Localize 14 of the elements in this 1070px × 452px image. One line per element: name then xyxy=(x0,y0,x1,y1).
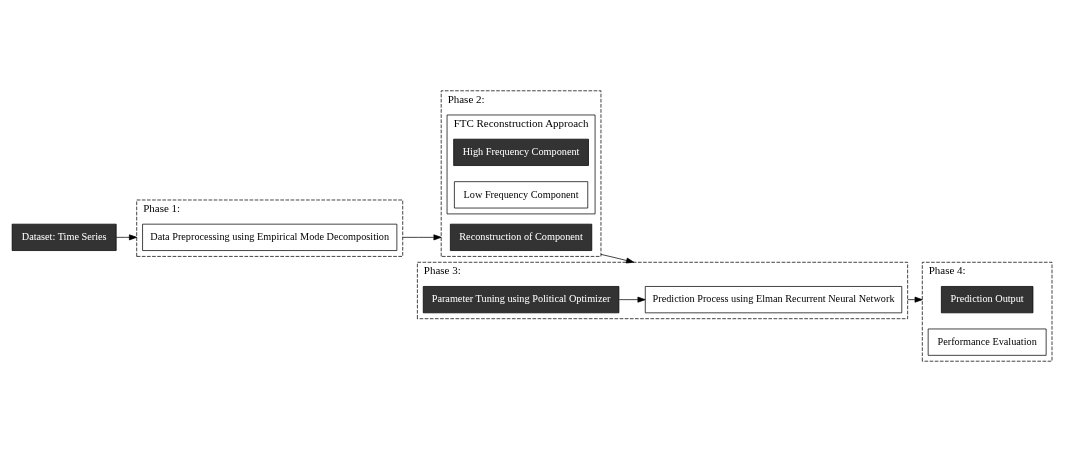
node-box: Dataset: Time Series xyxy=(11,223,117,251)
node-box: Reconstruction of Component xyxy=(450,223,593,251)
arrow xyxy=(116,234,138,241)
arrow xyxy=(907,296,923,303)
arrow xyxy=(600,254,635,264)
node-box: Prediction Output xyxy=(941,286,1034,314)
node-box: Parameter Tuning using Political Optimizer xyxy=(422,286,620,314)
node-box: Performance Evaluation xyxy=(927,328,1047,356)
arrow xyxy=(618,296,646,303)
node-box: High Frequency Component xyxy=(453,138,589,166)
node-box: Low Frequency Component xyxy=(454,181,589,209)
node-box: Data Preprocessing using Empirical Mode Decomposition xyxy=(142,223,398,251)
node-box: Prediction Process using Elman Recurrent Neural Network xyxy=(644,286,903,314)
arrow xyxy=(402,234,442,241)
